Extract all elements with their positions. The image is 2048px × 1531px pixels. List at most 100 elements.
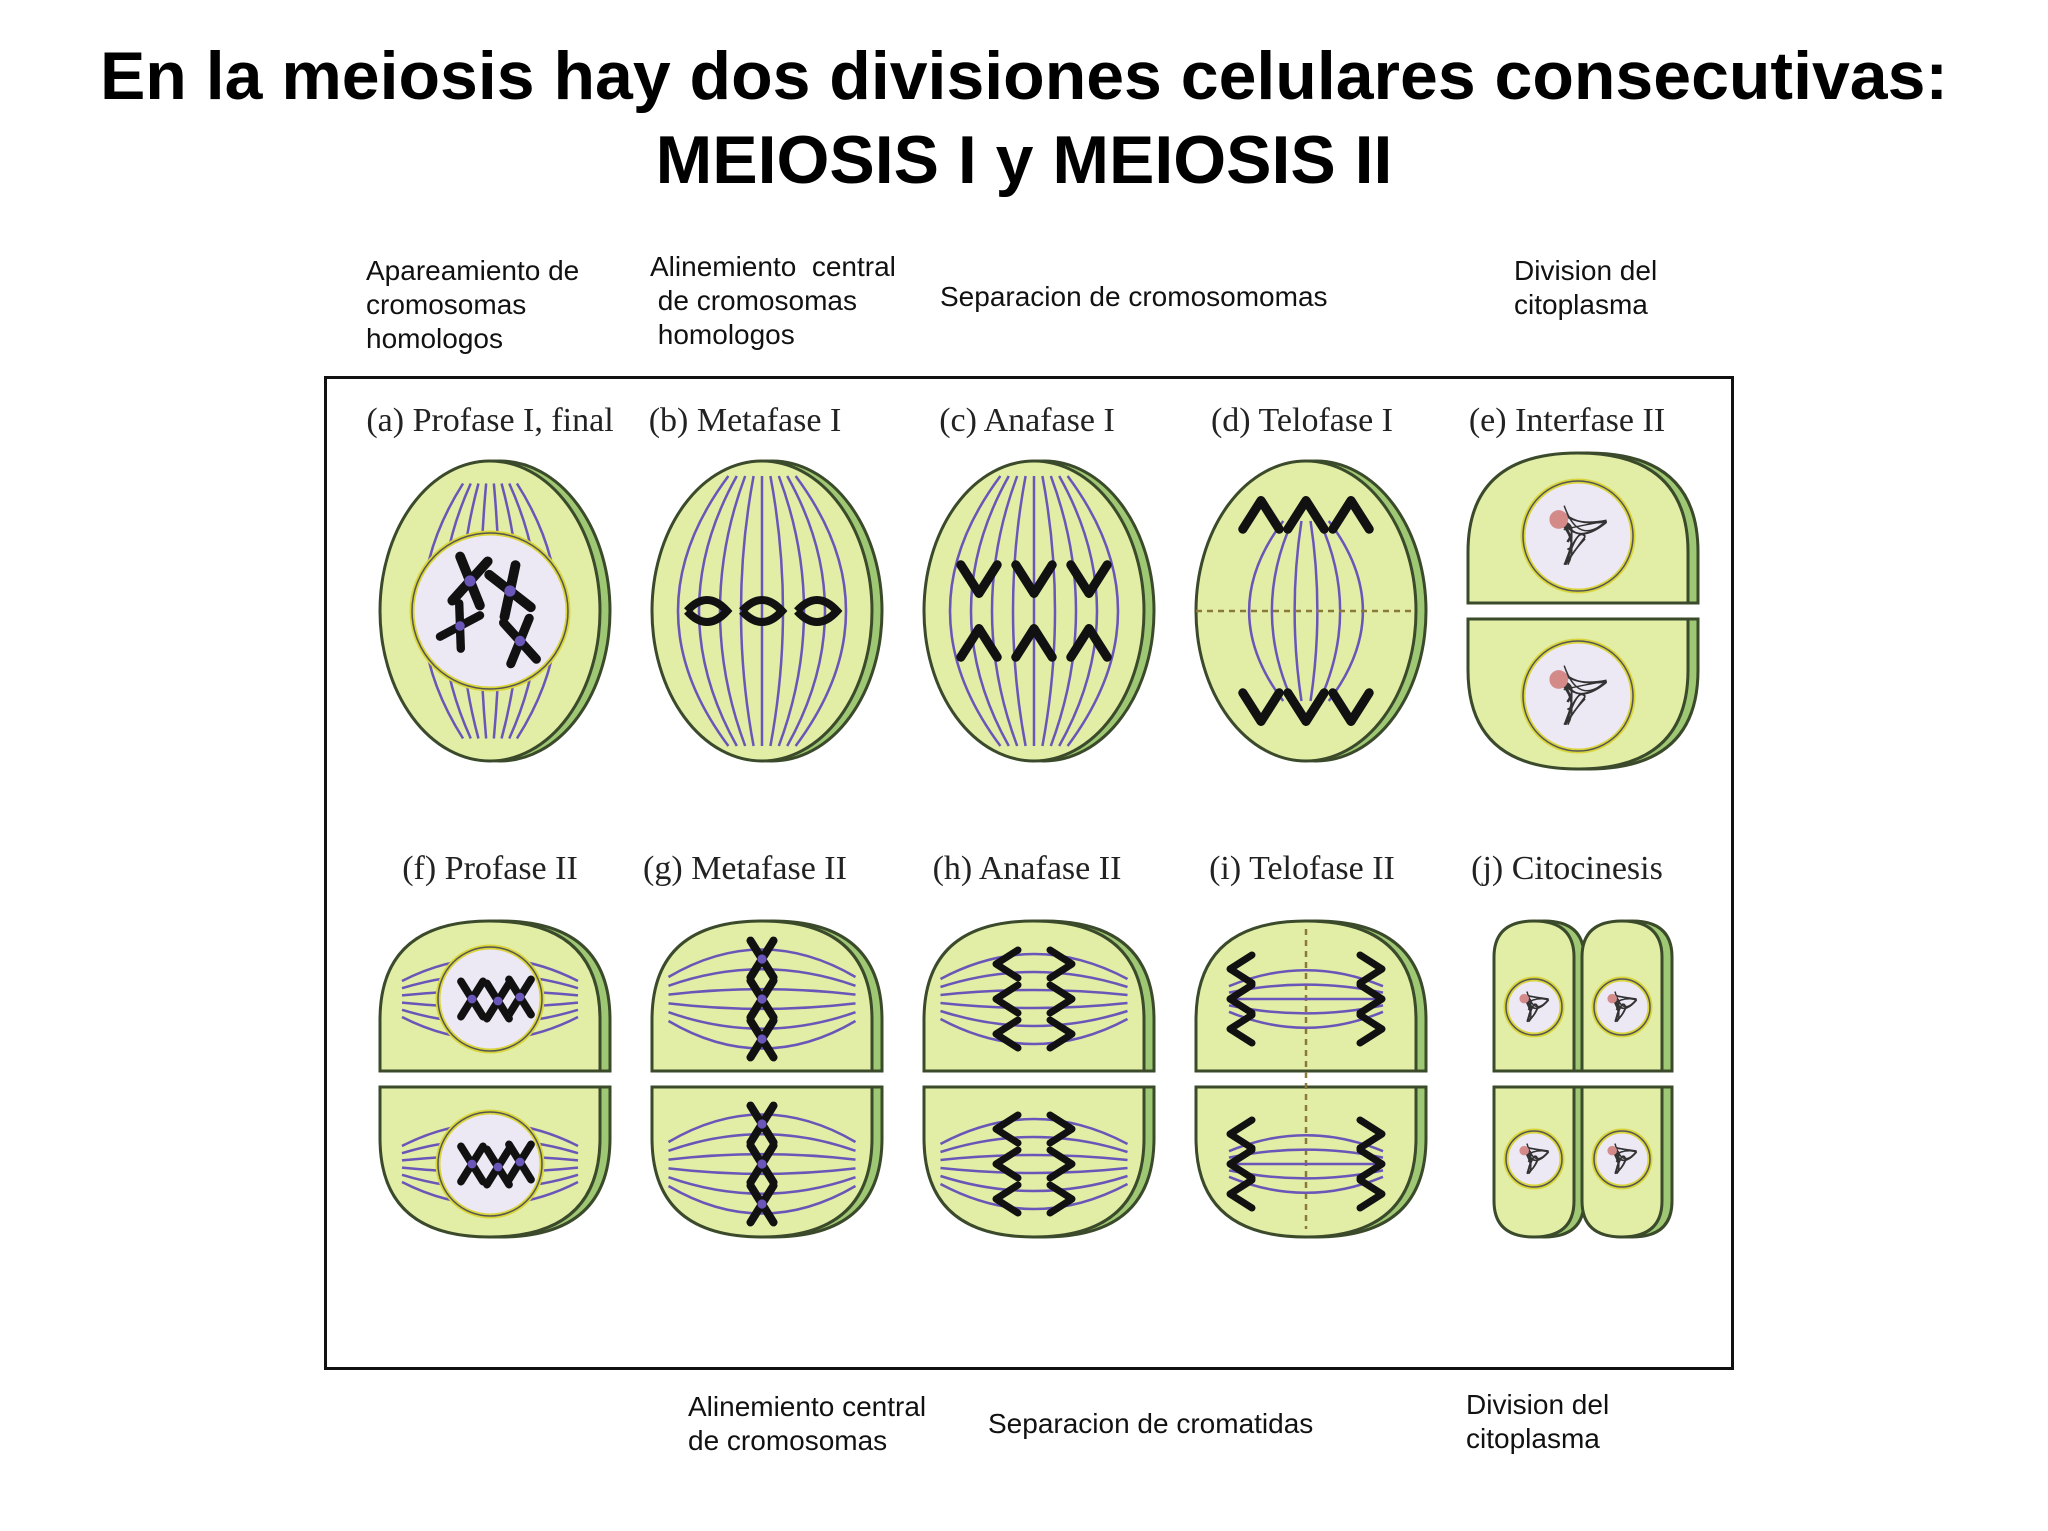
chromosome-arm: [1046, 1111, 1076, 1147]
chromosome: [1046, 981, 1076, 1017]
chromosome: [1283, 688, 1329, 726]
annotation-line: Separacion de cromosomomas: [940, 281, 1328, 312]
chromosome: [1226, 1146, 1256, 1182]
spindle-fiber: [948, 475, 1002, 747]
annotation-line: Alinemiento central: [650, 251, 896, 282]
stage-label: (j) Citocinesis: [1471, 850, 1663, 887]
annotation-central-alignment: Alinemiento central de cromosomas: [688, 1390, 926, 1458]
chromatin: [1613, 1151, 1620, 1167]
chromatin: [1615, 1146, 1637, 1153]
chromosome: [499, 613, 541, 669]
cell-anaphase-i: [922, 459, 1156, 763]
centromere: [493, 996, 503, 1006]
chromosome: [1066, 624, 1112, 662]
stage-label: (h) Anafase II: [933, 850, 1122, 887]
nucleolus: [1549, 510, 1569, 529]
chromosome-arm: [1356, 981, 1386, 1017]
nuclear-envelope: [1593, 1130, 1651, 1188]
stage-label: (f) Profase II: [402, 850, 578, 887]
centromere: [515, 1157, 525, 1167]
spindle-fiber: [668, 1167, 856, 1176]
chromatin: [1563, 538, 1586, 566]
stage-label: (a) Profase I, final: [366, 402, 613, 439]
annotation-cytoplasm-division-1: Division del citoplasma: [1514, 254, 1657, 322]
chromosome: [1011, 624, 1057, 662]
nucleolus: [1607, 1145, 1617, 1156]
chromosome-arm: [1011, 624, 1057, 662]
chromosome: [992, 1146, 1022, 1182]
spindle-fiber: [777, 475, 806, 747]
chromosome: [746, 936, 778, 982]
chromosome: [457, 1142, 487, 1186]
nuclear-envelope: [1522, 640, 1634, 752]
chromatin: [1614, 1160, 1627, 1175]
cell-prophase-ii: [378, 919, 612, 1239]
nucleolus: [1549, 670, 1569, 689]
chromosome: [1283, 496, 1329, 534]
cell-metaphase-ii: [650, 919, 884, 1239]
chromosome-arm: [1356, 1011, 1386, 1047]
chromatin: [1563, 665, 1608, 692]
cell-metaphase-i: [650, 459, 884, 763]
centromere: [464, 575, 476, 587]
chromosome: [1356, 1011, 1386, 1047]
nuclear-envelope: [437, 1111, 543, 1217]
chromosome-arm: [992, 1111, 1022, 1147]
chromosome: [992, 981, 1022, 1017]
chromosome: [1046, 1016, 1076, 1052]
spindle-fiber: [668, 968, 856, 987]
annotation-pairing-homologs: Apareamiento de cromosomas homologos: [366, 254, 579, 356]
chromosome-arm: [956, 560, 1002, 598]
cell-face: [922, 919, 1146, 1073]
cell-telophase-ii: [1194, 919, 1428, 1239]
chromosome-arm: [992, 1146, 1022, 1182]
chromosome-arm: [1066, 624, 1112, 662]
chromatin: [1526, 1008, 1539, 1023]
nuclear-envelope: [1522, 480, 1634, 592]
chromosome: [1328, 496, 1374, 534]
spindle-fiber: [939, 1117, 1129, 1146]
annotation-line: de cromosomas: [650, 285, 857, 316]
spindle-fiber: [668, 1176, 856, 1195]
chromosome: [1226, 951, 1256, 987]
chromosome: [1046, 1181, 1076, 1217]
centromere: [757, 1119, 767, 1129]
centromere: [455, 621, 465, 631]
chromosome-arm: [1046, 1181, 1076, 1217]
chromosome-arm: [1283, 688, 1329, 726]
chromosome: [746, 1141, 778, 1187]
nucleolus: [1519, 1145, 1529, 1156]
chromosome: [1046, 1111, 1076, 1147]
bivalent: [739, 596, 788, 626]
chromosome: [746, 1181, 778, 1227]
chromosome-arm: [992, 1181, 1022, 1217]
chromosome: [746, 976, 778, 1022]
spindle-fiber: [668, 987, 856, 996]
chromosome: [505, 975, 535, 1019]
chromatin: [1614, 1008, 1627, 1023]
spindle-fiber: [939, 1017, 1129, 1046]
spindle-fiber: [718, 475, 747, 747]
centromere: [515, 992, 525, 1002]
stage-label: (g) Metafase II: [643, 850, 847, 887]
spindle-fiber: [667, 948, 857, 979]
spindle-fiber: [794, 475, 848, 747]
chromatin: [1614, 1003, 1627, 1022]
nuclear-envelope: [437, 946, 543, 1052]
chromosome: [1238, 496, 1284, 534]
cell-interphase-ii: [1466, 451, 1700, 771]
chromosome: [1066, 560, 1112, 598]
chromatin: [1525, 999, 1532, 1015]
spindle-fiber: [940, 970, 1128, 989]
annotation-chromosome-separation: Separacion de cromosomomas: [940, 280, 1328, 314]
spindle-fiber: [668, 1133, 856, 1152]
chromosome: [447, 551, 493, 611]
annotation-line: Separacion de cromatidas: [988, 1408, 1314, 1439]
chromosome: [1046, 946, 1076, 982]
chromosome-arm: [1238, 496, 1284, 534]
chromatin: [1614, 1151, 1638, 1162]
chromosome: [992, 1016, 1022, 1052]
bivalent: [794, 596, 843, 626]
nuclear-envelope: [1505, 978, 1563, 1036]
chromatin: [1613, 999, 1620, 1015]
